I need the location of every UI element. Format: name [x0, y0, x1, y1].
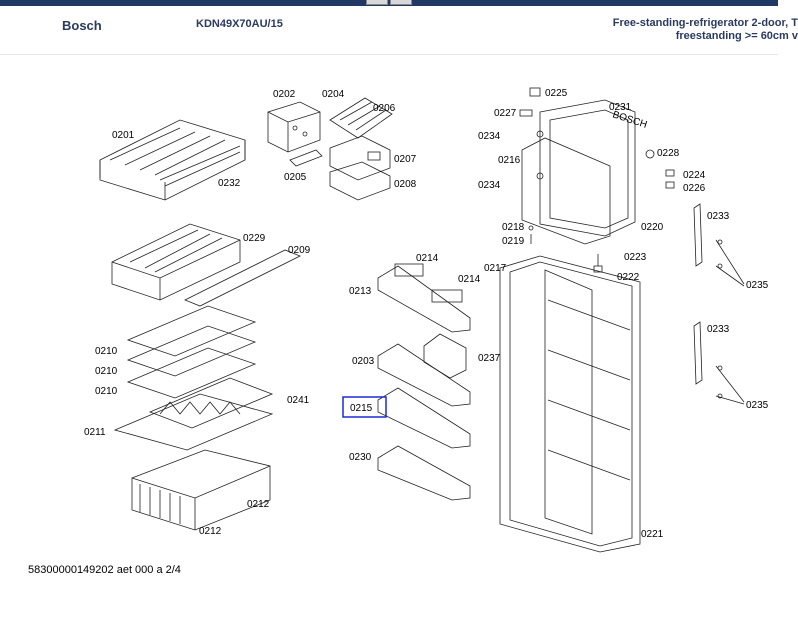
toolbar-button-left[interactable] — [366, 0, 388, 5]
description-line-1: Free-standing-refrigerator 2-door, T — [612, 17, 798, 29]
part-label-0204[interactable]: 0204 — [322, 89, 345, 100]
part-label-0232[interactable]: 0232 — [218, 178, 241, 189]
part-number-labels: 0201 0232 0202 0204 0206 0205 0207 0208 … — [84, 88, 769, 540]
part-label-0212-b[interactable]: 0212 — [199, 526, 222, 537]
part-label-0233-a[interactable]: 0233 — [707, 211, 730, 222]
part-label-0202[interactable]: 0202 — [273, 89, 296, 100]
part-label-0221[interactable]: 0221 — [641, 529, 664, 540]
model-number: KDN49X70AU/15 — [196, 18, 283, 30]
part-label-0203[interactable]: 0203 — [352, 356, 375, 367]
document-code: 58300000149202 aet 000 a 2/4 — [28, 564, 181, 576]
top-navigation-bar — [0, 0, 778, 6]
glass-shelf-0210-a — [126, 305, 257, 357]
part-label-0213[interactable]: 0213 — [349, 286, 372, 297]
part-label-0208[interactable]: 0208 — [394, 179, 417, 190]
part-label-0241[interactable]: 0241 — [287, 395, 310, 406]
part-label-0210-a[interactable]: 0210 — [95, 346, 118, 357]
icebox-0207-drawing — [329, 135, 391, 181]
exploded-parts-diagram: BOSCH 0201 0232 0202 0204 0206 0205 0207… — [84, 87, 769, 553]
ice-tray-0206-drawing — [329, 97, 393, 139]
selected-part-highlight[interactable] — [342, 396, 387, 418]
part-label-0219[interactable]: 0219 — [502, 236, 525, 247]
part-label-0220[interactable]: 0220 — [641, 222, 664, 233]
part-label-0209[interactable]: 0209 — [288, 245, 311, 256]
fridge-door-0221-drawing — [499, 255, 641, 553]
part-0205-drawing — [289, 149, 323, 167]
part-label-0224[interactable]: 0224 — [683, 170, 706, 181]
part-label-0230[interactable]: 0230 — [349, 452, 372, 463]
freezer-door-0231-drawing — [539, 99, 636, 237]
part-label-0223[interactable]: 0223 — [624, 252, 647, 263]
part-label-0214-a[interactable]: 0214 — [416, 253, 439, 264]
part-label-0222[interactable]: 0222 — [617, 272, 640, 283]
freezer-gasket-0216-drawing — [521, 137, 611, 245]
part-label-0207[interactable]: 0207 — [394, 154, 417, 165]
hinge-0233-upper — [693, 203, 723, 269]
description-line-2: freestanding >= 60cm v — [675, 30, 798, 42]
leader-lines-0235 — [715, 239, 745, 405]
part-label-0234-a[interactable]: 0234 — [478, 131, 501, 142]
cover-0211-drawing — [113, 393, 274, 451]
document-header: Bosch KDN49X70AU/15 Free-standing-refrig… — [0, 6, 798, 55]
door-shelf-0230-drawing — [377, 445, 471, 501]
part-label-0233-b[interactable]: 0233 — [707, 324, 730, 335]
part-label-0218[interactable]: 0218 — [502, 222, 525, 233]
part-label-0214-b[interactable]: 0214 — [458, 274, 481, 285]
part-label-0210-c[interactable]: 0210 — [95, 386, 118, 397]
part-label-0228[interactable]: 0228 — [657, 148, 680, 159]
strip-0209-drawing — [184, 249, 301, 307]
part-label-0205[interactable]: 0205 — [284, 172, 307, 183]
part-label-0201[interactable]: 0201 — [112, 130, 135, 141]
part-label-0225[interactable]: 0225 — [545, 88, 568, 99]
glass-shelf-0210-b — [126, 325, 257, 377]
part-label-0227[interactable]: 0227 — [494, 108, 517, 119]
part-label-0235-b[interactable]: 0235 — [746, 400, 769, 411]
part-label-0215[interactable]: 0215 — [350, 403, 373, 414]
shelf-0201-drawing — [99, 119, 246, 201]
part-label-0229[interactable]: 0229 — [243, 233, 266, 244]
part-label-0216[interactable]: 0216 — [498, 155, 521, 166]
tray-0208-drawing — [329, 161, 391, 201]
wire-shelf-0241-drawing — [148, 377, 274, 429]
part-label-0231[interactable]: 0231 — [609, 102, 632, 113]
part-label-0212-a[interactable]: 0212 — [247, 499, 270, 510]
brand-name: Bosch — [62, 18, 102, 33]
part-label-0206[interactable]: 0206 — [373, 103, 396, 114]
door-shelf-0215-drawing — [377, 387, 471, 449]
egg-tray-0237-drawing — [423, 333, 467, 379]
glass-shelf-0210-c — [126, 347, 257, 399]
toolbar-button-right[interactable] — [390, 0, 412, 5]
door-shelf-0203-drawing — [377, 343, 471, 407]
bracket-0202-drawing — [267, 101, 321, 153]
part-label-0235-a[interactable]: 0235 — [746, 280, 769, 291]
part-label-0237[interactable]: 0237 — [478, 353, 501, 364]
part-label-0210-b[interactable]: 0210 — [95, 366, 118, 377]
part-label-0211[interactable]: 0211 — [84, 427, 106, 438]
drawer-0229-drawing — [111, 223, 241, 301]
small-parts-drawing — [519, 87, 675, 273]
part-label-0217[interactable]: 0217 — [484, 263, 507, 274]
crisper-0212-drawing — [131, 449, 271, 531]
part-label-0234-b[interactable]: 0234 — [478, 180, 501, 191]
door-rack-0213-drawing — [377, 263, 471, 333]
product-description: Free-standing-refrigerator 2-door, T fre… — [538, 17, 798, 43]
part-label-0226[interactable]: 0226 — [683, 183, 706, 194]
